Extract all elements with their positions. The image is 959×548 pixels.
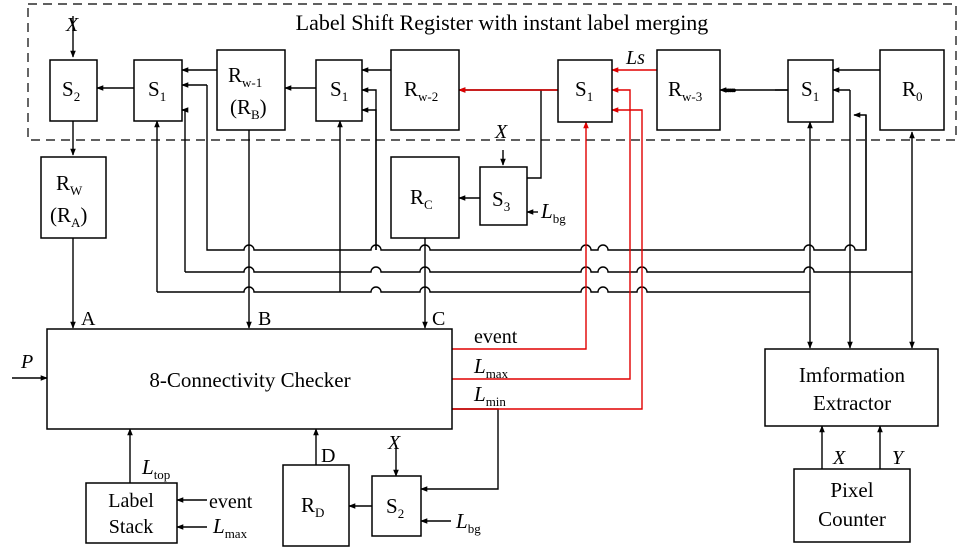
x-input-s2-bottom: X xyxy=(387,432,401,454)
svg-text:S3: S3 xyxy=(492,187,510,214)
svg-text:Counter: Counter xyxy=(818,507,886,531)
svg-text:Label: Label xyxy=(108,490,154,512)
lmax-stack-label: Lmax xyxy=(212,514,248,541)
selector-s1-right: S1 xyxy=(787,59,834,123)
lbg-label-bottom: Lbg xyxy=(455,509,481,536)
svg-text:Stack: Stack xyxy=(109,516,153,538)
svg-text:RC: RC xyxy=(410,185,433,212)
register-rw3: Rw-3 xyxy=(656,49,721,131)
connectivity-checker: 8-Connectivity Checker xyxy=(46,328,453,430)
diagram-title: Label Shift Register with instant label … xyxy=(296,10,709,35)
register-rw: RW (RA) xyxy=(40,156,107,239)
svg-text:RW: RW xyxy=(56,171,83,198)
lbg-label-s3: Lbg xyxy=(540,199,566,226)
svg-text:S1: S1 xyxy=(575,77,593,104)
port-b-label: B xyxy=(258,308,271,330)
x-input-top: X xyxy=(65,14,79,36)
register-rw2: Rw-2 xyxy=(390,49,460,131)
port-a-label: A xyxy=(81,308,96,330)
input-p-label: P xyxy=(20,351,33,373)
selector-s1-merge: S1 xyxy=(557,59,613,123)
register-rc: RC xyxy=(390,156,460,239)
svg-text:S1: S1 xyxy=(801,77,819,104)
svg-text:R0: R0 xyxy=(902,77,923,104)
lmin-output-label: Lmin xyxy=(473,382,506,409)
svg-text:RD: RD xyxy=(301,493,324,520)
x-input-s3: X xyxy=(494,121,508,143)
svg-text:8-Connectivity Checker: 8-Connectivity Checker xyxy=(149,368,350,392)
ellipsis-dots: ••••• xyxy=(724,84,737,99)
svg-text:Rw-3: Rw-3 xyxy=(668,77,702,104)
merge-wires xyxy=(452,67,657,410)
x-counter-label: X xyxy=(832,447,846,469)
selector-s1-center: S1 xyxy=(315,59,363,122)
register-rd: RD xyxy=(282,464,350,547)
event-output-label: event xyxy=(474,326,518,348)
port-d-label: D xyxy=(321,445,335,467)
selector-s3: S3 xyxy=(479,166,528,226)
svg-text:Imformation: Imformation xyxy=(799,363,906,387)
svg-text:Rw-1: Rw-1 xyxy=(228,63,262,90)
svg-text:Pixel: Pixel xyxy=(830,478,873,502)
y-counter-label: Y xyxy=(892,447,905,469)
svg-text:S1: S1 xyxy=(148,77,166,104)
event-stack-label: event xyxy=(209,491,253,513)
svg-text:S2: S2 xyxy=(386,494,404,521)
svg-text:(RB): (RB) xyxy=(230,95,267,122)
pixel-counter: Pixel Counter xyxy=(793,468,911,543)
svg-text:Extractor: Extractor xyxy=(813,391,891,415)
label-stack: Label Stack xyxy=(85,482,178,544)
selector-s2-top: S2 xyxy=(49,59,98,122)
lmax-output-label: Lmax xyxy=(473,354,509,381)
register-r0: R0 xyxy=(879,49,945,131)
register-rw1: Rw-1 (RB) xyxy=(216,49,286,131)
shift-register-enclosure xyxy=(27,3,957,141)
svg-text:S2: S2 xyxy=(62,77,80,104)
wires xyxy=(12,16,915,530)
svg-text:S1: S1 xyxy=(330,77,348,104)
selector-s1-left: S1 xyxy=(133,59,183,122)
svg-text:Rw-2: Rw-2 xyxy=(404,77,438,104)
ltop-label: Ltop xyxy=(141,455,170,482)
selector-s2-bottom: S2 xyxy=(371,475,422,537)
ls-label: Ls xyxy=(625,47,645,69)
svg-text:(RA): (RA) xyxy=(50,203,87,230)
information-extractor: Imformation Extractor xyxy=(764,348,939,427)
port-c-label: C xyxy=(432,308,445,330)
